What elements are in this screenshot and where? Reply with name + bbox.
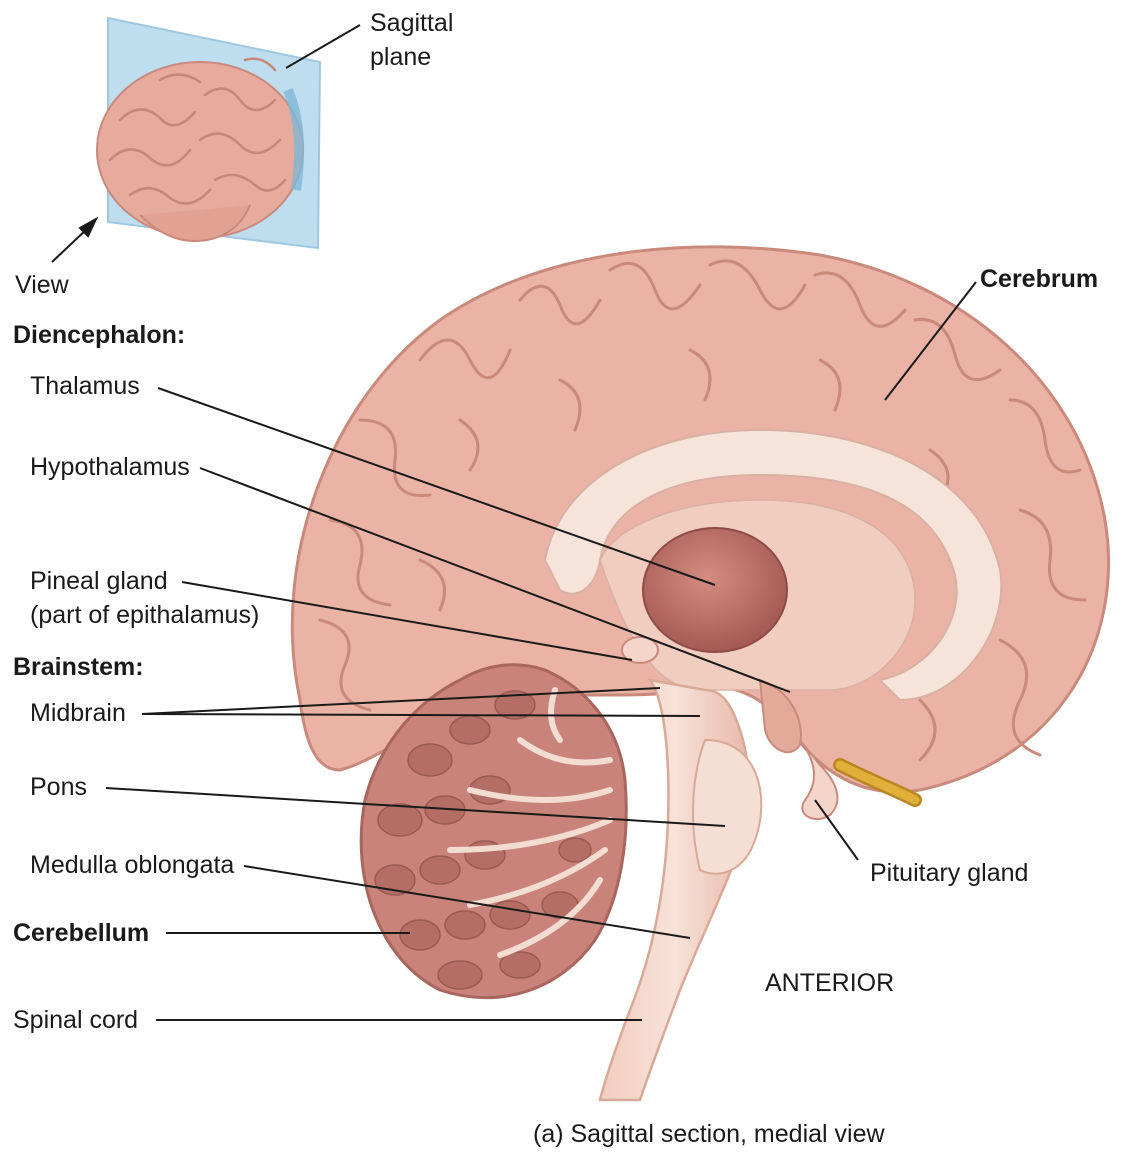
hypothalamus-shape <box>758 678 802 754</box>
label-pineal-gland-line2: (part of epithalamus) <box>30 601 260 629</box>
inset-leader-lines <box>51 24 361 263</box>
inset-brain <box>96 57 305 242</box>
pineal-gland-shape <box>621 636 659 664</box>
label-view: View <box>15 271 69 299</box>
leader-lines <box>105 281 977 1021</box>
label-pituitary-gland: Pituitary gland <box>870 859 1029 887</box>
label-midbrain: Midbrain <box>30 699 126 727</box>
leader-pons <box>105 787 726 827</box>
label-anterior: ANTERIOR <box>765 969 895 997</box>
leader-pineal <box>181 581 633 661</box>
leader-medulla <box>243 865 691 939</box>
label-spinal-cord: Spinal cord <box>13 1006 139 1034</box>
leader-hypothalamus <box>199 467 791 693</box>
view-arrow-icon <box>78 216 99 238</box>
leader-midbrain-1 <box>141 687 661 715</box>
pituitary-gland-shape <box>799 739 839 820</box>
leader-midbrain-2 <box>141 713 701 717</box>
brainstem-shape <box>598 678 763 1102</box>
cerebellum-shape <box>359 663 628 1000</box>
leader-pituitary <box>814 799 859 861</box>
label-cerebrum: Cerebrum <box>980 265 1099 293</box>
label-medulla-oblongata: Medulla oblongata <box>30 851 235 879</box>
figure-caption: (a) Sagittal section, medial view <box>533 1120 885 1148</box>
label-sagittal-plane-line1: Sagittal <box>370 9 454 37</box>
heading-brainstem: Brainstem: <box>13 653 144 681</box>
leader-cerebrum <box>884 281 977 401</box>
optic-nerve-shape <box>833 758 922 807</box>
label-sagittal-plane-line2: plane <box>370 43 432 71</box>
label-cerebellum: Cerebellum <box>13 919 150 947</box>
label-thalamus: Thalamus <box>30 372 140 400</box>
heading-diencephalon: Diencephalon: <box>13 321 186 349</box>
label-pineal-gland-line1: Pineal gland <box>30 567 168 595</box>
label-pons: Pons <box>30 773 87 801</box>
label-hypothalamus: Hypothalamus <box>30 453 190 481</box>
leader-thalamus <box>157 387 716 586</box>
thalamus-shape <box>642 527 788 653</box>
